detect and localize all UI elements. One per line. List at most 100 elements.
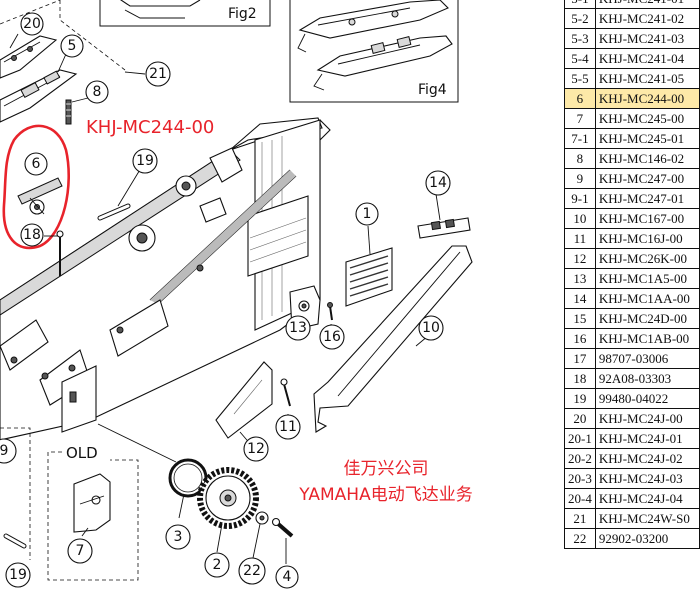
- fig4-label: Fig4: [418, 82, 447, 98]
- callout-10: 10: [418, 315, 444, 341]
- svg-text:19: 19: [136, 153, 154, 169]
- callout-3: 3: [165, 524, 191, 550]
- part-no-cell: 14: [564, 288, 596, 309]
- svg-text:7: 7: [76, 543, 85, 559]
- part-number-cell: KHJ-MC26K-00: [594, 248, 700, 269]
- plate-12: [215, 361, 273, 439]
- callout-9: 9: [0, 438, 17, 464]
- part-number-cell: KHJ-MC24J-04: [594, 488, 700, 509]
- part-no-cell: 18: [564, 368, 596, 389]
- part-number-cell: KHJ-MC241-01: [594, 0, 700, 9]
- callout-19-lower: 19: [5, 562, 31, 588]
- callout-7: 7: [67, 538, 93, 564]
- fig2-label: Fig2: [228, 6, 257, 22]
- part-number-cell: KHJ-MC146-02: [594, 148, 700, 169]
- part-number-cell: 92A08-03303: [594, 368, 700, 389]
- part-number-cell: KHJ-MC241-05: [594, 68, 700, 89]
- callout-11: 11: [275, 414, 301, 440]
- highlight-part-6: [2, 124, 70, 250]
- part-number-cell: 99480-04022: [594, 388, 700, 409]
- svg-text:10: 10: [422, 320, 440, 336]
- gear-2: [197, 467, 259, 529]
- part-no-cell: 9: [564, 168, 596, 189]
- part-no-cell: 10: [564, 208, 596, 229]
- callout-4: 4: [275, 565, 299, 589]
- callout-5: 5: [60, 34, 84, 58]
- part-no-cell: 5-5: [564, 68, 596, 89]
- parts-table: 5-1KHJ-MC241-015-2KHJ-MC241-025-3KHJ-MC2…: [564, 0, 700, 549]
- highlight-part-label: KHJ-MC244-00: [86, 117, 214, 138]
- part-number-cell: KHJ-MC245-00: [594, 108, 700, 129]
- part-no-cell: 21: [564, 508, 596, 529]
- pin-8: [65, 99, 72, 125]
- svg-text:3: 3: [174, 529, 183, 545]
- part-no-cell: 5-2: [564, 8, 596, 29]
- svg-text:21: 21: [149, 66, 167, 82]
- part-no-cell: 5-4: [564, 48, 596, 69]
- part-no-cell: 9-1: [564, 188, 596, 209]
- svg-text:20: 20: [23, 16, 41, 32]
- svg-text:16: 16: [323, 329, 341, 345]
- part-14-strip: [417, 217, 471, 239]
- callout-14: 14: [425, 170, 451, 196]
- part-no-cell: 5-3: [564, 28, 596, 49]
- parts-table-panel: 5-1KHJ-MC241-015-2KHJ-MC241-025-3KHJ-MC2…: [564, 0, 700, 550]
- svg-text:1: 1: [363, 206, 372, 222]
- part-no-cell: 11: [564, 228, 596, 249]
- exploded-parts-diagram: Fig2 Fig4: [0, 0, 473, 589]
- part-number-cell: KHJ-MC1A5-00: [594, 268, 700, 289]
- part-no-cell: 13: [564, 268, 596, 289]
- part-number-cell: KHJ-MC24J-03: [594, 468, 700, 489]
- svg-text:5: 5: [68, 38, 77, 54]
- svg-text:9: 9: [0, 443, 8, 459]
- svg-text:2: 2: [213, 557, 222, 573]
- part-no-cell: 22: [564, 528, 596, 549]
- part-no-cell: 8: [564, 148, 596, 169]
- part-no-cell: 20-4: [564, 488, 596, 509]
- part-number-cell: KHJ-MC24J-00: [594, 408, 700, 429]
- fig2-inset: Fig2: [99, 0, 271, 27]
- part-number-cell: KHJ-MC24W-S0: [594, 508, 700, 529]
- part-number-cell: KHJ-MC24D-00: [594, 308, 700, 329]
- part-number-cell: KHJ-MC167-00: [594, 208, 700, 229]
- part-number-cell: KHJ-MC16J-00: [594, 228, 700, 249]
- screw-4: [271, 517, 294, 538]
- svg-text:19: 19: [9, 567, 27, 583]
- part-no-cell: 20-3: [564, 468, 596, 489]
- part-number-cell: KHJ-MC244-00: [594, 88, 700, 109]
- part-no-cell: 16: [564, 328, 596, 349]
- callout-20: 20: [20, 12, 44, 36]
- callout-19-upper: 19: [132, 148, 158, 174]
- part-no-cell: 7: [564, 108, 596, 129]
- callout-22: 22: [238, 557, 266, 585]
- callout-1: 1: [355, 202, 379, 226]
- part-number-cell: KHJ-MC247-00: [594, 168, 700, 189]
- part-no-cell: 6: [564, 88, 596, 109]
- long-cover-10: [313, 245, 473, 433]
- part-number-cell: KHJ-MC241-04: [594, 48, 700, 69]
- callout-18: 18: [20, 223, 44, 247]
- svg-text:18: 18: [23, 227, 41, 243]
